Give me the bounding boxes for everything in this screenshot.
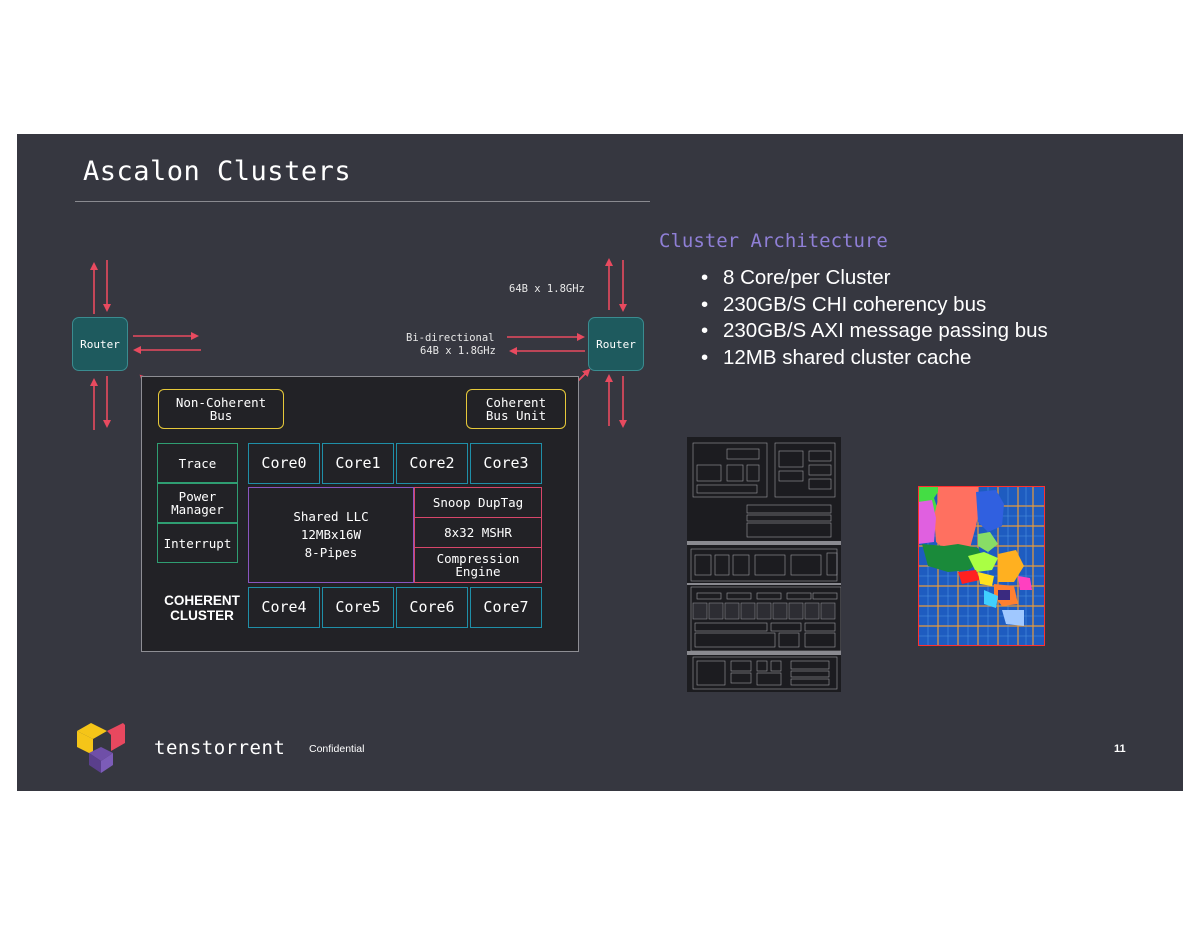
confidential-label: Confidential bbox=[309, 743, 365, 755]
interrupt-block: Interrupt bbox=[157, 523, 238, 563]
brand-name: tenstorrent bbox=[154, 737, 286, 759]
core-block: Core3 bbox=[470, 443, 542, 484]
bullet-text: 230GB/S CHI coherency bus bbox=[723, 292, 987, 316]
coherent-cluster-box: Non-Coherent Bus Coherent Bus Unit Trace… bbox=[141, 376, 579, 652]
router-right: Router bbox=[588, 317, 644, 371]
bullet-text: 230GB/S AXI message passing bus bbox=[723, 319, 1048, 342]
page-title: Ascalon Clusters bbox=[83, 156, 352, 187]
shared-llc-block: Shared LLC 12MBx16W 8-Pipes bbox=[248, 487, 414, 583]
cluster-floorplan-image bbox=[918, 486, 1045, 646]
architecture-heading: Cluster Architecture bbox=[659, 230, 888, 252]
bullet-item: • 8 Core/per Cluster bbox=[701, 265, 1048, 292]
trace-block: Trace bbox=[157, 443, 238, 483]
power-manager-block: Power Manager bbox=[157, 483, 238, 523]
snoop-duptag-block: Snoop DupTag bbox=[414, 487, 542, 518]
bullet-item: • 230GB/S CHI coherency bus bbox=[701, 292, 1048, 319]
bullet-dot: • bbox=[701, 345, 709, 369]
bullet-dot: • bbox=[701, 266, 709, 289]
bandwidth-label-mid-1: Bi-directional bbox=[406, 332, 495, 344]
bandwidth-label-top: 64B x 1.8GHz bbox=[509, 283, 585, 295]
non-coherent-bus: Non-Coherent Bus bbox=[158, 389, 284, 429]
coherent-cluster-label: COHERENT CLUSTER bbox=[164, 593, 240, 623]
bullet-item: • 12MB shared cluster cache bbox=[701, 345, 1048, 372]
core-pipeline-image bbox=[687, 437, 841, 692]
bullet-item: • 230GB/S AXI message passing bus bbox=[701, 318, 1048, 345]
slide: Ascalon Clusters Cluster Architecture • 8… bbox=[17, 134, 1183, 791]
bullet-dot: • bbox=[701, 319, 709, 342]
core-block: Core5 bbox=[322, 587, 394, 628]
router-left: Router bbox=[72, 317, 128, 371]
bullet-dot: • bbox=[701, 292, 709, 316]
core-block: Core0 bbox=[248, 443, 320, 484]
connection-arrows bbox=[90, 258, 627, 430]
core-block: Core2 bbox=[396, 443, 468, 484]
bullet-text: 12MB shared cluster cache bbox=[723, 345, 972, 369]
title-divider bbox=[75, 201, 650, 202]
coherent-bus-unit: Coherent Bus Unit bbox=[466, 389, 566, 429]
page-number: 11 bbox=[1114, 743, 1126, 755]
core-block: Core1 bbox=[322, 443, 394, 484]
tenstorrent-logo-icon bbox=[77, 723, 125, 773]
mshr-block: 8x32 MSHR bbox=[414, 517, 542, 548]
bandwidth-label-mid-2: 64B x 1.8GHz bbox=[420, 345, 496, 357]
bullet-text: 8 Core/per Cluster bbox=[723, 266, 891, 289]
core-block: Core6 bbox=[396, 587, 468, 628]
architecture-bullets: • 8 Core/per Cluster • 230GB/S CHI coheren… bbox=[701, 265, 1048, 371]
core-block: Core4 bbox=[248, 587, 320, 628]
core-block: Core7 bbox=[470, 587, 542, 628]
compression-engine-block: Compression Engine bbox=[414, 547, 542, 583]
